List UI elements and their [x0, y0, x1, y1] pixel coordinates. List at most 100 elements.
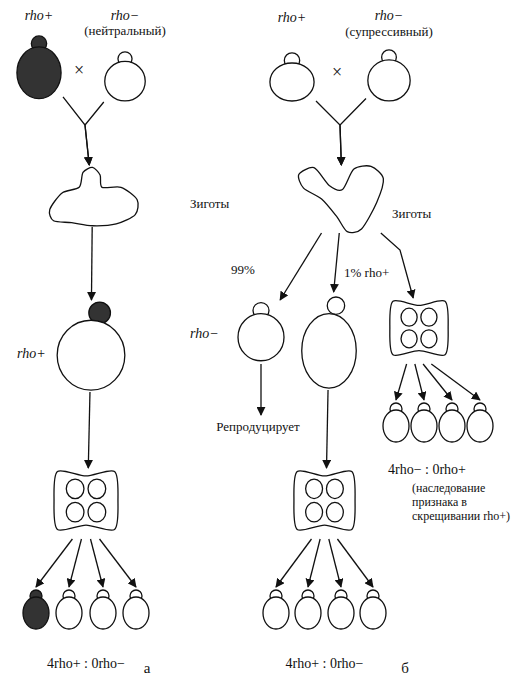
shape-outline: [262, 468, 387, 673]
shape-outline: [45, 165, 140, 227]
arrow-line: [69, 539, 81, 587]
ascospore: [326, 479, 343, 499]
shape-outline: [236, 300, 286, 362]
shape-outline: [103, 50, 147, 102]
genotype-label: rho−: [347, 8, 431, 24]
yeast-cell: rho+: [15, 32, 63, 100]
ascospore: [421, 330, 437, 348]
arrow-line: [90, 539, 103, 587]
zygote: Зиготы: [45, 165, 140, 227]
arrow-line: [308, 539, 320, 587]
ascospore: [306, 479, 323, 499]
shape-outline: [55, 300, 127, 392]
connector-arrow: [334, 233, 340, 292]
spore-cell: [90, 597, 116, 629]
spore-cell: [328, 597, 354, 629]
ascospore: [66, 502, 84, 522]
spore-cell: [23, 597, 49, 629]
arrow-line: [415, 364, 424, 400]
ascus-outline: [54, 471, 118, 531]
ascospore: [326, 502, 343, 522]
ascus-tetrad: 4rho+ : 0rho−: [22, 468, 150, 673]
cell-body: [270, 63, 314, 101]
budding-cell: rho+: [55, 300, 127, 392]
genotype-label: rho+: [9, 8, 69, 24]
zygote-label: Зиготы: [190, 197, 260, 212]
cell-body: [302, 314, 357, 388]
shape-outline: [15, 32, 63, 100]
ascus-outline: [294, 471, 355, 531]
spore-cell: [360, 597, 386, 629]
type-note: (супрессивный): [334, 25, 444, 40]
spore-cell: [123, 597, 149, 629]
arrow-line: [431, 364, 480, 400]
spore-cell: [56, 597, 82, 629]
ascospore: [66, 479, 84, 499]
outcome-note: Репродуцирует: [208, 420, 308, 435]
ratio-label: 4rho− : 0rho+: [388, 462, 513, 478]
budding-cell: 1% rho+: [300, 292, 358, 390]
edge-label: 99%: [218, 263, 268, 278]
zygote-outline: [298, 166, 383, 233]
zygote-outline: [49, 167, 138, 225]
shape-outline: [268, 52, 316, 102]
shape-outline: [295, 165, 390, 233]
connector-arrow: [63, 97, 89, 165]
arrow-line: [396, 364, 407, 400]
cell-body: [17, 47, 61, 99]
genotype-label: rho+: [17, 346, 53, 362]
spore-cell: [467, 410, 493, 442]
genotype-label: rho+: [262, 10, 322, 26]
connector-arrow: [316, 101, 341, 165]
ratio-label: 4rho+ : 0rho−: [258, 656, 391, 672]
ascospore: [88, 502, 106, 522]
zygote-label: Зиготы: [392, 207, 454, 222]
genotype-label: rho−: [190, 326, 230, 342]
panel-letter: а: [140, 660, 154, 677]
ascospore: [306, 502, 323, 522]
ascospore: [401, 330, 417, 348]
connector-arrow: [91, 227, 93, 300]
cell-body: [368, 60, 410, 101]
spore-cell: [439, 410, 465, 442]
arrow-line: [337, 539, 373, 587]
cross-sign: ×: [70, 60, 88, 81]
yeast-cell: rho+: [268, 52, 316, 102]
zygote: Зиготы: [295, 165, 390, 233]
ascus-tetrad: 4rho+ : 0rho−: [262, 468, 387, 673]
arrow-line: [276, 539, 312, 587]
ascus-tetrad: 4rho− : 0rho+ (наследование признака в ск…: [378, 298, 513, 533]
genotype-label: rho−: [83, 8, 167, 24]
connector-group: [63, 97, 413, 468]
shape-outline: [300, 292, 358, 390]
ascospore: [421, 308, 437, 326]
shape-outline: [22, 468, 150, 673]
ascospore: [401, 308, 417, 326]
ascospore: [88, 479, 106, 499]
arrow-line: [260, 364, 261, 415]
fraction-label: 1% rho+: [344, 266, 400, 281]
spore-cell: [295, 597, 321, 629]
yeast-cell: rho−(супрессивный): [366, 48, 412, 102]
arrow-line: [100, 539, 136, 587]
spore-cell: [263, 597, 289, 629]
cross-sign: ×: [328, 62, 346, 83]
connector-arrow: [327, 390, 329, 468]
cell-bud: [327, 297, 344, 314]
shape-outline: [366, 48, 412, 102]
ratio-label: 4rho+ : 0rho−: [18, 656, 154, 672]
yeast-cell: rho−: [236, 300, 286, 362]
inheritance-note: (наследование признака в скрещивании rho…: [412, 482, 516, 523]
cell-body: [105, 61, 145, 101]
arrow-line: [329, 539, 341, 587]
panel-letter: б: [398, 660, 412, 677]
connector-arrow: [280, 233, 321, 300]
ascus-outline: [390, 301, 448, 356]
connector-arrow: [88, 392, 90, 468]
spore-cell: [411, 410, 437, 442]
cell-body: [57, 320, 125, 390]
arrow-line: [36, 539, 72, 587]
type-note: (нейтральный): [71, 24, 179, 39]
connector-arrow: [85, 102, 104, 165]
